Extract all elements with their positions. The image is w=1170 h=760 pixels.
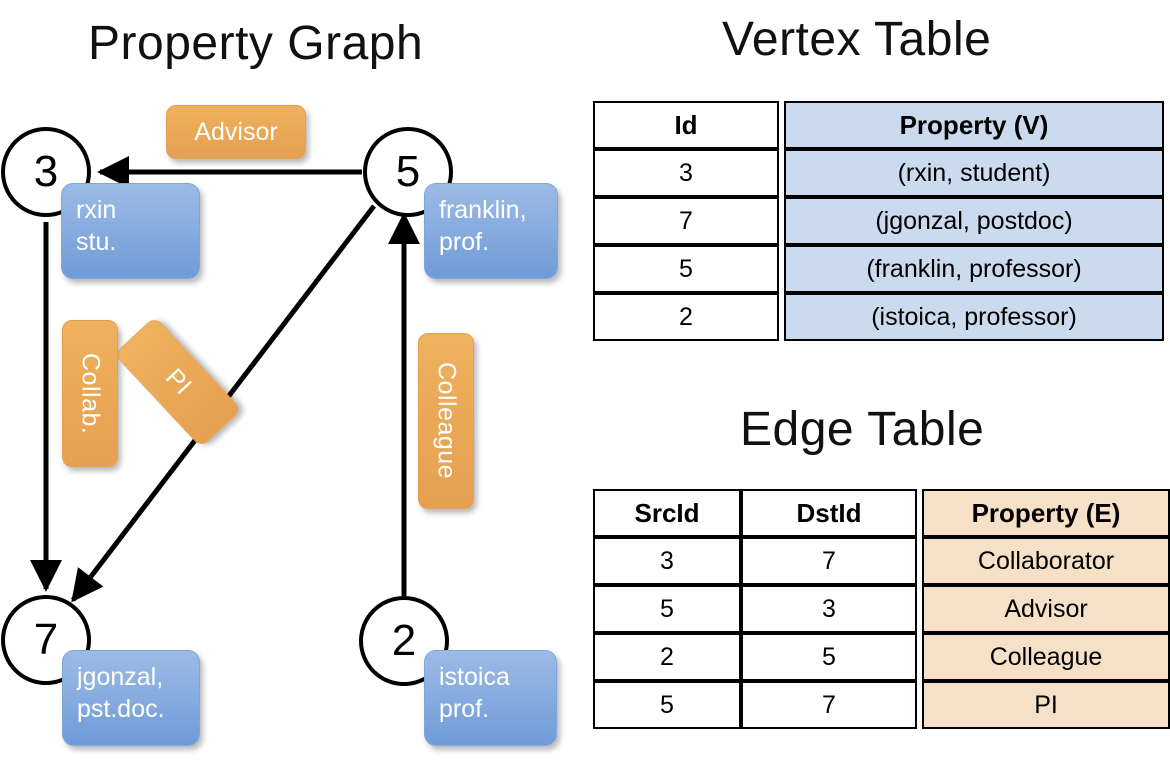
cell-property: (franklin, professor) <box>784 245 1164 293</box>
column-header-property-e: Property (E) <box>922 489 1170 537</box>
edge-label-text: Collab. <box>76 352 105 435</box>
page-title-property-graph: Property Graph <box>88 17 424 70</box>
node-property-line-2: pst.doc. <box>77 695 165 723</box>
edge-label-collab: Collab. <box>62 320 118 467</box>
edge-label-text: Colleague <box>432 362 461 480</box>
cell-dstid: 5 <box>741 633 917 681</box>
cell-property: Collaborator <box>922 537 1170 585</box>
node-property-line-2: prof. <box>439 695 490 723</box>
cell-property: PI <box>922 681 1170 729</box>
cell-id: 2 <box>593 293 779 341</box>
cell-id: 5 <box>593 245 779 293</box>
property-graph-diagram: 3 5 7 2 rxin stu. franklin, prof. jgonza… <box>0 0 580 760</box>
column-header-id: Id <box>593 101 779 149</box>
node-property-line-1: jgonzal, <box>77 663 164 691</box>
table-row: 5 7 PI <box>593 681 1170 729</box>
node-property-line-1: istoica <box>439 663 510 691</box>
graph-node-label: 3 <box>33 147 59 196</box>
column-header-dstid: DstId <box>741 489 917 537</box>
table-row: 3 7 Collaborator <box>593 537 1170 585</box>
graph-node-2[interactable]: 2 <box>359 596 449 686</box>
node-property-box-2: istoica prof. <box>424 650 557 746</box>
cell-dstid: 7 <box>741 537 917 585</box>
cell-srcid: 2 <box>593 633 741 681</box>
node-property-line-1: franklin, <box>439 196 527 224</box>
cell-id: 3 <box>593 149 779 197</box>
cell-property: (rxin, student) <box>784 149 1164 197</box>
cell-id: 7 <box>593 197 779 245</box>
table-row: 3 (rxin, student) <box>593 149 1164 197</box>
edge-label-colleague: Colleague <box>418 333 474 509</box>
edge-label-text: PI <box>159 363 198 401</box>
cell-property: Advisor <box>922 585 1170 633</box>
cell-dstid: 3 <box>741 585 917 633</box>
cell-dstid: 7 <box>741 681 917 729</box>
node-property-box-3: rxin stu. <box>61 183 200 279</box>
vertex-table: Id Property (V) 3 (rxin, student) 7 (jgo… <box>593 101 1164 341</box>
table-row: 7 (jgonzal, postdoc) <box>593 197 1164 245</box>
cell-property: (istoica, professor) <box>784 293 1164 341</box>
graph-node-label: 5 <box>395 147 421 196</box>
cell-srcid: 5 <box>593 681 741 729</box>
table-row: 5 3 Advisor <box>593 585 1170 633</box>
cell-property: (jgonzal, postdoc) <box>784 197 1164 245</box>
node-property-box-7: jgonzal, pst.doc. <box>62 650 200 746</box>
graph-node-label: 2 <box>391 616 417 665</box>
node-property-line-2: stu. <box>76 228 117 256</box>
cell-srcid: 3 <box>593 537 741 585</box>
page-title-vertex-table: Vertex Table <box>722 13 992 66</box>
edge-table: SrcId DstId Property (E) 3 7 Collaborato… <box>593 489 1170 729</box>
page-title-edge-table: Edge Table <box>740 403 985 456</box>
node-property-box-5: franklin, prof. <box>424 183 558 279</box>
table-row: 2 (istoica, professor) <box>593 293 1164 341</box>
edge-label-text: Advisor <box>194 117 278 146</box>
graph-node-label: 7 <box>33 615 59 664</box>
column-header-property-v: Property (V) <box>784 101 1164 149</box>
node-property-line-1: rxin <box>76 196 117 224</box>
node-property-line-2: prof. <box>439 228 490 256</box>
column-header-srcid: SrcId <box>593 489 741 537</box>
cell-property: Colleague <box>922 633 1170 681</box>
table-header-row: Id Property (V) <box>593 101 1164 149</box>
table-row: 5 (franklin, professor) <box>593 245 1164 293</box>
table-header-row: SrcId DstId Property (E) <box>593 489 1170 537</box>
cell-srcid: 5 <box>593 585 741 633</box>
table-row: 2 5 Colleague <box>593 633 1170 681</box>
edge-label-advisor: Advisor <box>166 105 306 159</box>
